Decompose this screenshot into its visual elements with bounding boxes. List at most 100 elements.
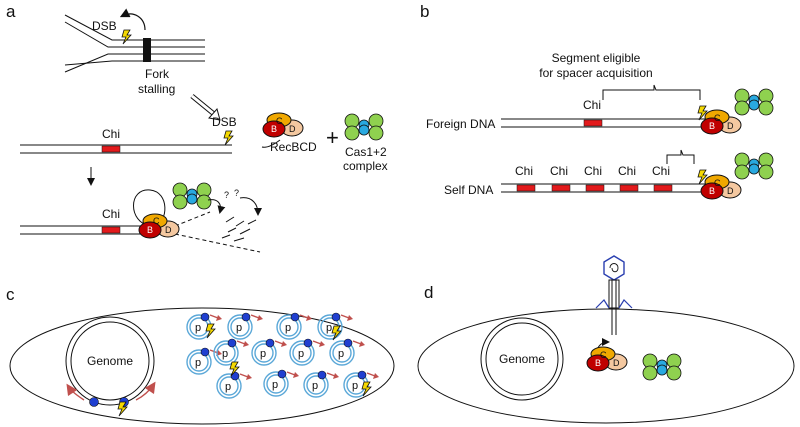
plasmid-6: p	[213, 338, 250, 366]
svg-text:B: B	[709, 186, 715, 196]
panel-d: Genome B C D	[417, 255, 795, 424]
plasmid-2: p	[227, 312, 264, 340]
dna-fragments	[221, 216, 257, 242]
plasmid-10: p	[216, 371, 253, 399]
recbcd-self-icon: B C D	[700, 174, 742, 200]
cas1-2-complex-icon	[344, 113, 384, 141]
question-mark-2: ?	[234, 188, 239, 198]
genome-inner-ring-d	[485, 322, 559, 396]
segment-bracket	[602, 84, 701, 100]
svg-text:D: D	[727, 121, 734, 131]
plasmid-5: p	[186, 347, 223, 375]
chi-site-self-1	[516, 184, 536, 192]
recbcd-foreign-icon: B C D	[700, 109, 742, 135]
plasmid-9: p	[329, 338, 366, 366]
panel-b: Segment eligible for spacer acquisition …	[426, 51, 774, 200]
plasmid-4: p	[317, 312, 354, 340]
chi-site-self-5	[653, 184, 673, 192]
panel-d-label: d	[424, 283, 433, 302]
panel-a-label: a	[6, 2, 16, 21]
recbcd-complex-icon: B C D	[262, 112, 304, 138]
svg-text:p: p	[338, 348, 344, 360]
segment-label-1: Segment eligible	[552, 51, 641, 65]
svg-text:p: p	[298, 348, 304, 360]
genome-label-c: Genome	[87, 354, 133, 368]
chi-site-foreign	[583, 119, 603, 127]
genome-inner-ring	[70, 321, 150, 401]
svg-text:p: p	[195, 322, 201, 334]
phage-icon	[595, 255, 633, 335]
plasmid-11: p	[263, 369, 300, 397]
replisome-left	[89, 397, 99, 407]
chi-label-upper: Chi	[102, 127, 120, 141]
replication-fork	[64, 8, 205, 73]
genome-label-d: Genome	[499, 352, 545, 366]
fork-stalling-label-1: Fork	[145, 67, 170, 81]
chi-site-lower	[101, 226, 121, 234]
cell-outline-c	[9, 307, 395, 425]
svg-text:D: D	[613, 358, 620, 368]
cas-label-1: Cas1+2	[345, 145, 387, 159]
cas-label-2: complex	[343, 159, 388, 173]
svg-text:C: C	[714, 178, 721, 188]
svg-text:B: B	[709, 121, 715, 131]
plasmids: p p p p p p p p p p p p p	[186, 312, 380, 399]
self-dna-label: Self DNA	[444, 183, 493, 197]
dsb-bolt-icon-2	[223, 130, 234, 146]
svg-text:p: p	[236, 322, 242, 334]
recbcd-label: RecBCD	[270, 140, 317, 154]
panel-b-label: b	[420, 2, 429, 21]
plasmid-1: p	[186, 312, 223, 340]
stalled-fork-block	[143, 38, 151, 62]
chi-site-self-3	[585, 184, 605, 192]
hollow-arrow-icon	[190, 94, 221, 121]
plasmid-8: p	[289, 338, 326, 366]
cas1-2-foreign-icon	[734, 88, 774, 116]
segment-label-2: for spacer acquisition	[539, 66, 652, 80]
svg-text:C: C	[600, 350, 607, 360]
genome-outer-ring	[65, 316, 155, 406]
svg-text:p: p	[260, 348, 266, 360]
chi-label-self-4: Chi	[618, 164, 636, 178]
cas1-2-bound-icon	[172, 182, 212, 210]
svg-text:p: p	[195, 357, 201, 369]
chi-site-self-2	[551, 184, 571, 192]
recbcd-bound-icon: B C D	[138, 213, 180, 239]
svg-text:p: p	[352, 380, 358, 392]
svg-text:p: p	[285, 322, 291, 334]
plasmid-13: p	[343, 370, 380, 398]
svg-text:C: C	[153, 216, 160, 226]
dsb-label-mid: DSB	[212, 115, 237, 129]
chi-label-self-3: Chi	[584, 164, 602, 178]
svg-text:D: D	[165, 225, 172, 235]
self-segment-bracket	[666, 149, 695, 164]
plus-sign: +	[326, 125, 339, 150]
svg-text:C: C	[276, 116, 283, 126]
svg-text:p: p	[312, 380, 318, 392]
svg-text:B: B	[147, 225, 153, 235]
recbcd-d-icon: B C D	[586, 346, 628, 372]
chi-label-self-1: Chi	[515, 164, 533, 178]
plasmid-7: p	[251, 338, 288, 366]
svg-text:p: p	[222, 348, 228, 360]
question-mark-1: ?	[224, 190, 229, 200]
svg-text:B: B	[595, 358, 601, 368]
chi-label-foreign: Chi	[583, 98, 601, 112]
svg-text:p: p	[272, 379, 278, 391]
chi-site	[101, 145, 121, 153]
svg-text:p: p	[326, 322, 332, 334]
panel-a: DSB Fork stalling DSB Chi B C D RecBCD +	[20, 8, 388, 253]
genome-outer-ring-d	[480, 317, 564, 401]
svg-text:D: D	[289, 124, 296, 134]
dsb-bolt-icon	[121, 29, 132, 45]
chi-site-self-4	[619, 184, 639, 192]
plasmid-12: p	[303, 370, 340, 398]
svg-text:p: p	[225, 381, 231, 393]
plasmid-3: p	[276, 312, 313, 340]
panel-c: Genome p p p p p p p p p p p p p	[9, 307, 395, 425]
cas1-2-self-icon	[734, 152, 774, 180]
dsb-label-top: DSB	[92, 19, 117, 33]
panel-c-label: c	[6, 285, 15, 304]
chi-label-self-2: Chi	[550, 164, 568, 178]
